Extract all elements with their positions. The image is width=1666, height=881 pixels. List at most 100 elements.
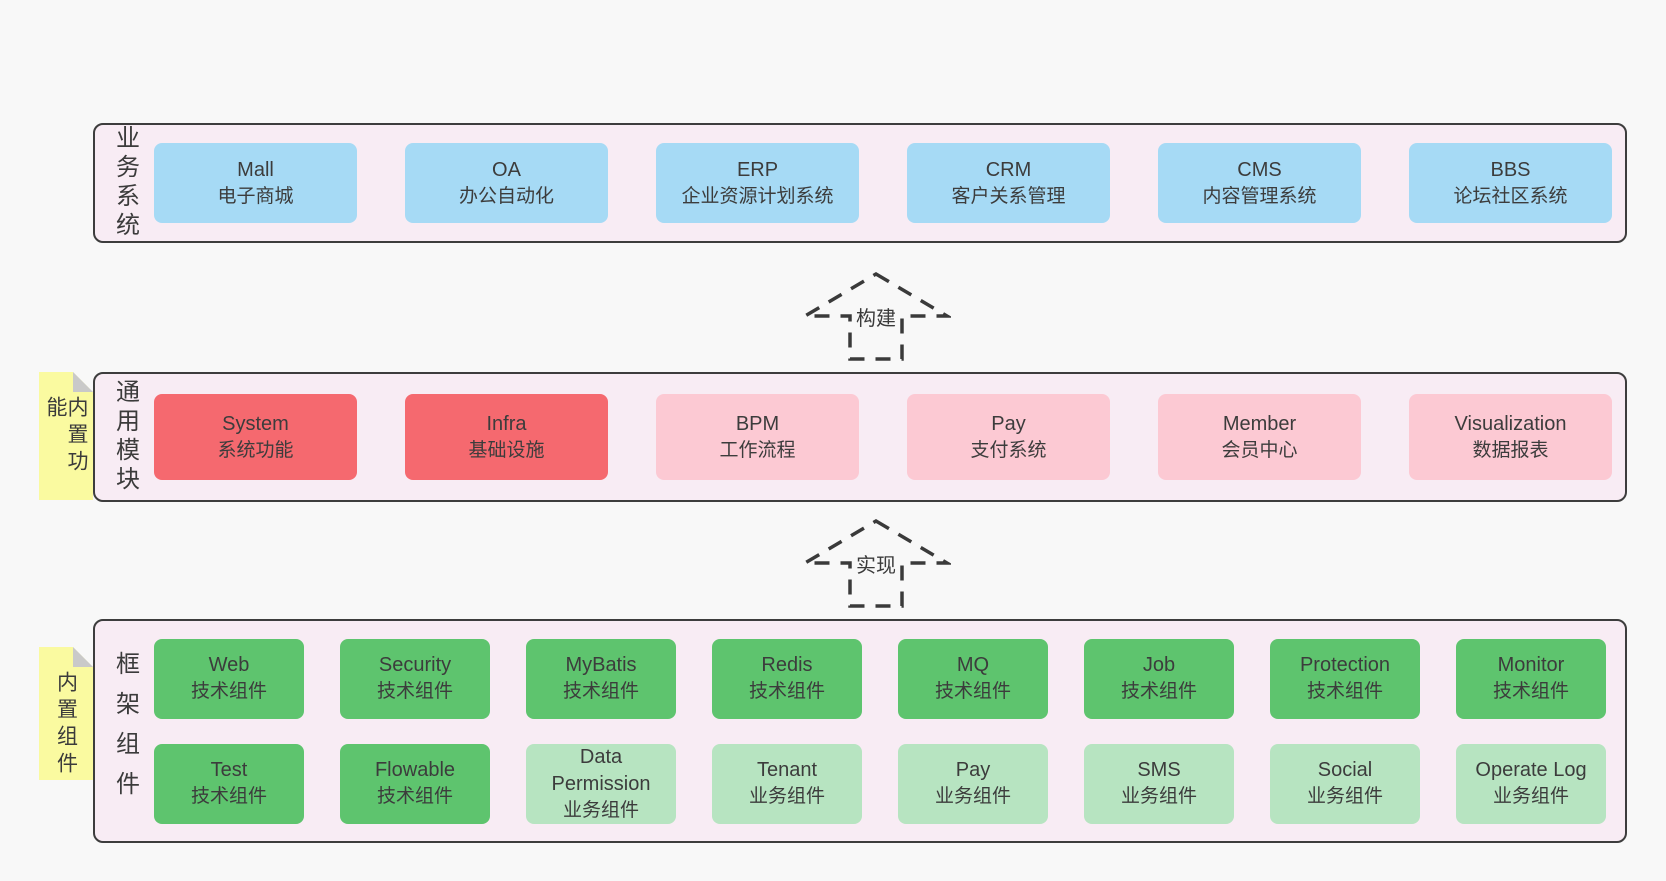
box-subtitle: 技术组件 (190, 681, 267, 703)
box-operate-log: Operate Log 业务组件 (1456, 743, 1606, 824)
box-title: Monitor (1497, 654, 1565, 677)
box-title: Test (210, 759, 248, 782)
box-title: Web (208, 654, 250, 677)
box-subtitle: 业务组件 (562, 799, 639, 821)
box-title: BPM (735, 412, 780, 435)
box-title: Infra (486, 412, 527, 435)
layer-label-zone: 通用模块 (95, 374, 154, 500)
sticky-note-builtin-features: 内置功能 (39, 372, 93, 500)
box-title: Protection (1299, 654, 1391, 677)
box-job: Job 技术组件 (1084, 638, 1234, 719)
box-monitor: Monitor 技术组件 (1456, 638, 1606, 719)
box-pay-system: Pay 支付系统 (907, 394, 1110, 480)
box-subtitle: 工作流程 (719, 439, 796, 461)
box-mybatis: MyBatis 技术组件 (526, 638, 676, 719)
layer-modules-label: 通用模块 (111, 379, 139, 495)
layer-business-systems: 业务系统 Mall 电子商城 OA 办公自动化 ERP 企业资源计划系统 CRM… (93, 123, 1627, 243)
box-pay-component: Pay 业务组件 (898, 743, 1048, 824)
box-sms: SMS 业务组件 (1084, 743, 1234, 824)
box-subtitle: 技术组件 (934, 681, 1011, 703)
box-subtitle: 企业资源计划系统 (681, 185, 834, 207)
box-subtitle: 办公自动化 (458, 185, 554, 207)
layer-framework-components: 框架组件 Web 技术组件 Security 技术组件 MyBatis 技术组件… (93, 619, 1627, 843)
sticky-note-builtin-components: 内置组件 (39, 647, 93, 780)
box-title: Social (1317, 759, 1373, 782)
box-title: CMS (1237, 158, 1282, 181)
box-subtitle: 技术组件 (376, 681, 453, 703)
box-subtitle: 数据报表 (1472, 439, 1549, 461)
implement-arrow-label: 实现 (852, 548, 900, 579)
box-title: OA (492, 158, 521, 181)
box-web: Web 技术组件 (154, 638, 304, 719)
box-data-permission: Data Permission 业务组件 (526, 743, 676, 824)
layer-business-label: 业务系统 (111, 125, 139, 241)
box-flowable: Flowable 技术组件 (340, 743, 490, 824)
box-title: Tenant (756, 759, 818, 782)
box-title: Pay (991, 412, 1026, 435)
box-title: Job (1142, 654, 1176, 677)
box-subtitle: 业务组件 (748, 786, 825, 808)
box-visualization: Visualization 数据报表 (1409, 394, 1612, 480)
box-cms: CMS 内容管理系统 (1158, 143, 1361, 223)
box-title: MQ (956, 654, 990, 677)
box-subtitle: 内容管理系统 (1202, 185, 1317, 207)
box-bpm: BPM 工作流程 (656, 394, 859, 480)
framework-row-2: Test 技术组件 Flowable 技术组件 Data Permission … (154, 743, 1625, 824)
business-boxes-row: Mall 电子商城 OA 办公自动化 ERP 企业资源计划系统 CRM 客户关系… (154, 143, 1625, 223)
layer-label-zone: 框架组件 (95, 621, 154, 841)
box-social: Social 业务组件 (1270, 743, 1420, 824)
implement-arrow-icon: 实现 (801, 517, 951, 609)
box-mq: MQ 技术组件 (898, 638, 1048, 719)
sticky-note-text: 内置功能 (44, 396, 88, 477)
up-arrow-icon (801, 518, 951, 608)
box-title: Data Permission (551, 745, 651, 795)
box-subtitle: 论坛社区系统 (1453, 185, 1568, 207)
box-title: CRM (985, 158, 1032, 181)
build-arrow-icon: 构建 (801, 270, 951, 362)
box-subtitle: 业务组件 (1306, 786, 1383, 808)
box-test: Test 技术组件 (154, 743, 304, 824)
box-title: SMS (1137, 759, 1181, 782)
box-title: Security (378, 654, 452, 677)
box-subtitle: 技术组件 (1492, 681, 1569, 703)
framework-rows: Web 技术组件 Security 技术组件 MyBatis 技术组件 Redi… (154, 638, 1625, 824)
box-redis: Redis 技术组件 (712, 638, 862, 719)
box-tenant: Tenant 业务组件 (712, 743, 862, 824)
sticky-note-text: 内置组件 (54, 671, 78, 779)
box-protection: Protection 技术组件 (1270, 638, 1420, 719)
box-title: Pay (955, 759, 991, 782)
box-crm: CRM 客户关系管理 (907, 143, 1110, 223)
build-arrow-label: 构建 (852, 301, 900, 332)
box-title: Visualization (1454, 412, 1567, 435)
box-title: Member (1222, 412, 1297, 435)
layer-common-modules: 通用模块 System 系统功能 Infra 基础设施 BPM 工作流程 Pay… (93, 372, 1627, 502)
box-subtitle: 技术组件 (562, 681, 639, 703)
box-member: Member 会员中心 (1158, 394, 1361, 480)
box-title: Redis (761, 654, 813, 677)
box-subtitle: 业务组件 (1492, 786, 1569, 808)
box-subtitle: 系统功能 (217, 439, 294, 461)
box-title: Operate Log (1475, 759, 1587, 782)
box-title: Flowable (374, 759, 456, 782)
box-title: BBS (1490, 158, 1531, 181)
layer-label-zone: 业务系统 (95, 125, 154, 241)
up-arrow-icon (801, 271, 951, 361)
box-subtitle: 基础设施 (468, 439, 545, 461)
box-subtitle: 会员中心 (1221, 439, 1298, 461)
box-mall: Mall 电子商城 (154, 143, 357, 223)
box-subtitle: 技术组件 (1306, 681, 1383, 703)
box-bbs: BBS 论坛社区系统 (1409, 143, 1612, 223)
layer-framework-label: 框架组件 (111, 651, 139, 811)
framework-row-1: Web 技术组件 Security 技术组件 MyBatis 技术组件 Redi… (154, 638, 1625, 719)
box-title: ERP (736, 158, 779, 181)
box-title: System (222, 412, 289, 435)
box-subtitle: 技术组件 (748, 681, 825, 703)
box-subtitle: 客户关系管理 (951, 185, 1066, 207)
box-subtitle: 技术组件 (1120, 681, 1197, 703)
box-subtitle: 业务组件 (934, 786, 1011, 808)
box-oa: OA 办公自动化 (405, 143, 608, 223)
box-subtitle: 业务组件 (1120, 786, 1197, 808)
box-infra: Infra 基础设施 (405, 394, 608, 480)
box-subtitle: 电子商城 (217, 185, 294, 207)
